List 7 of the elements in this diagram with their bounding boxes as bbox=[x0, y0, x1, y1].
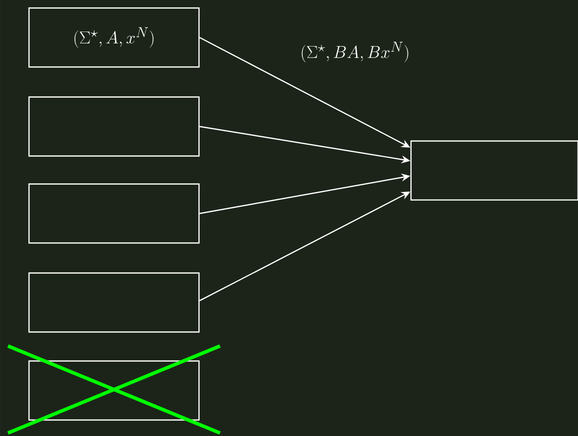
edge-label: $(\Sigma^\star, BA, Bx^N)$ bbox=[299, 40, 411, 64]
empty-box bbox=[28, 183, 200, 244]
empty-box bbox=[28, 272, 200, 333]
empty-box bbox=[28, 360, 200, 421]
empty-box bbox=[28, 96, 200, 157]
formula-box: $(\Sigma^\star, A, x^N)$ bbox=[28, 7, 200, 68]
empty-box bbox=[410, 140, 578, 201]
